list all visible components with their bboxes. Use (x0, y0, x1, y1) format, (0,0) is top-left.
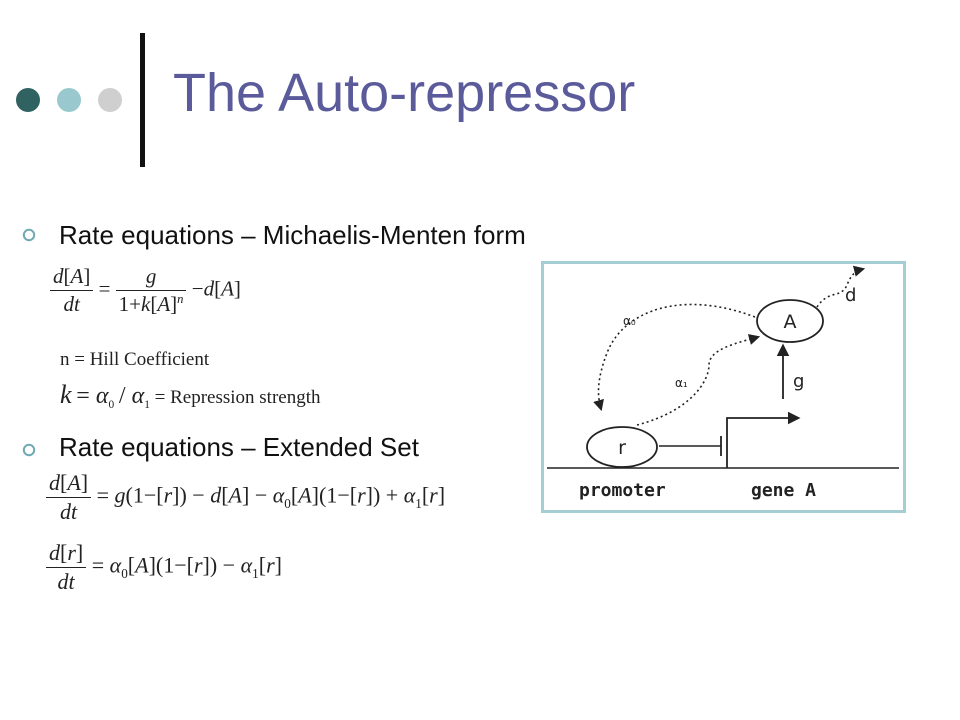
g-label: g (793, 371, 804, 392)
bullet-extended-set: Rate equations – Extended Set (59, 432, 419, 462)
transcription-arrow (726, 411, 801, 468)
bullet-icon (22, 443, 36, 457)
equation-extended-a: d[A]dt = g(1−[r]) − d[A] − α0[A](1−[r]) … (46, 470, 445, 525)
bullet-michaelis-menten: Rate equations – Michaelis-Menten form (59, 220, 526, 250)
decor-dot-gray (98, 88, 122, 112)
degradation-arrow (816, 265, 866, 308)
slide-title: The Auto-repressor (173, 63, 636, 123)
bullet-icon (22, 228, 36, 242)
node-a (756, 299, 824, 343)
gene-label: gene A (751, 480, 816, 501)
repression-strength-label: = Repression strength (154, 387, 321, 408)
repression-strength-note: k = α0 / α1 = Repression strength (60, 380, 321, 411)
equation-extended-r: d[r]dt = α0[A](1−[r]) − α1[r] (46, 540, 282, 595)
alpha0-label: α₀ (623, 314, 636, 328)
alpha0-arrow (593, 303, 756, 412)
node-r-label: r (618, 437, 626, 459)
node-r (586, 426, 658, 468)
diagram-frame (541, 261, 906, 513)
decor-dot-dark (16, 88, 40, 112)
d-label: d (845, 285, 856, 306)
autorepressor-diagram: A r α₀ α₁ g d promoter gene A (541, 261, 906, 513)
alpha1-arrow (636, 334, 761, 426)
hill-coefficient-note: n = Hill Coefficient (60, 349, 210, 370)
decor-dot-teal (57, 88, 81, 112)
promoter-label: promoter (579, 480, 666, 501)
alpha1-label: α₁ (675, 376, 688, 390)
title-divider (140, 33, 145, 167)
node-a-label: A (784, 311, 797, 333)
